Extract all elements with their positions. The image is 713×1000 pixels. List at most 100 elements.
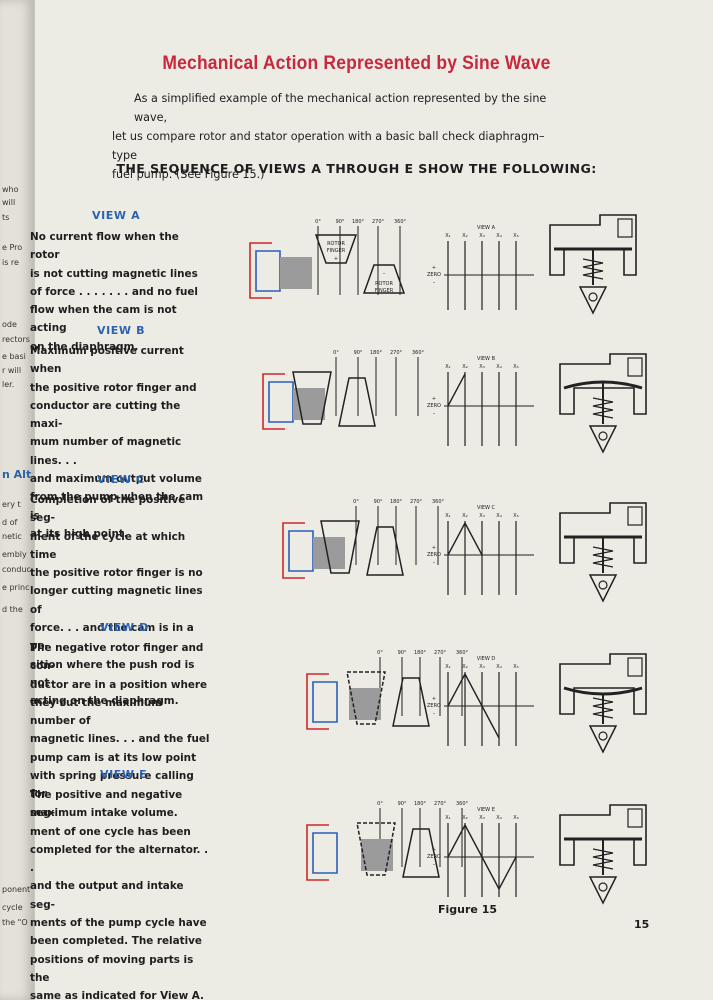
rotor-finger-negative <box>402 828 440 878</box>
pump-body <box>559 653 647 715</box>
pump-spring <box>592 848 614 870</box>
zero-label: ZERO <box>427 272 441 278</box>
pump-cam-shaft <box>598 731 608 741</box>
rotor-finger-negative <box>362 264 406 294</box>
x-tick-label: X₂ <box>462 664 467 670</box>
prev-page-fragment: cycle <box>2 903 23 912</box>
view-heading: VIEW D <box>100 621 149 634</box>
sine-wave <box>447 823 517 891</box>
prev-page-fragment: who <box>2 185 19 194</box>
sine-wave <box>447 373 466 407</box>
wave-title: VIEW D <box>477 656 496 662</box>
rotor-finger-positive <box>320 520 360 574</box>
sequence-heading: THE SEQUENCE OF VIEWS A THROUGH E SHOW T… <box>116 161 597 176</box>
prev-page-fragment: ery t <box>2 500 21 509</box>
degree-tick-label: 180° <box>370 350 383 356</box>
degree-tick-label: 180° <box>414 801 427 807</box>
x-tick-label: X₁ <box>445 664 450 670</box>
view-description-line: on the diaphragm. <box>30 340 139 353</box>
rotor-label: ROTOR <box>327 241 345 247</box>
magnet-block <box>293 388 325 420</box>
prev-page-fragment: conduc <box>2 565 31 574</box>
prev-page-fragment: embly <box>2 550 27 559</box>
page-number: 15 <box>634 918 650 931</box>
view-description-line: mum number of magnetic lines. . . <box>30 436 182 467</box>
x-tick-label: X₁ <box>445 364 450 370</box>
sine-wave <box>447 521 483 556</box>
view-description-line: magnetic lines. . . and the fuel <box>30 733 210 746</box>
x-tick-label: X₃ <box>479 513 484 519</box>
view-description-line: completed for the alternator. . . <box>30 843 209 875</box>
view-description-line: the positive rotor finger is no <box>30 567 203 580</box>
prev-page-fragment: ler. <box>2 380 15 389</box>
minus-label: – <box>433 411 436 417</box>
view-description: Maximum positive current when the positiv… <box>30 342 210 543</box>
view-description-line: and the output and intake seg- <box>30 880 184 911</box>
stator-red <box>262 373 285 430</box>
view-description-line: sition where the push rod is not <box>30 658 195 689</box>
sine-wave <box>447 672 500 739</box>
rotor-label: FINGER <box>375 288 394 294</box>
zero-label: ZERO <box>427 703 441 709</box>
view-description-line: No current flow when the rotor <box>30 231 179 262</box>
view-description-line: ment of one cycle has been <box>30 825 191 838</box>
degree-tick-label: 180° <box>352 219 365 225</box>
view-heading: VIEW A <box>92 209 141 222</box>
rotor-finger-positive <box>346 671 386 725</box>
degree-tick-label: 0° <box>315 219 321 225</box>
plus-label: + <box>432 545 436 551</box>
stator-blue <box>268 381 294 423</box>
rotor-finger-positive <box>356 822 396 876</box>
plus-label: + <box>432 396 436 402</box>
pump-valve <box>627 657 643 677</box>
pump-cam <box>578 286 608 315</box>
degree-tick-label: 270° <box>434 650 447 656</box>
magnet-block <box>349 688 381 720</box>
x-tick-label: X₅ <box>513 815 518 821</box>
figure-row: 0°90°180°270°360°ROTORFINGER+–ROTORFINGE… <box>249 214 637 315</box>
wave-title: VIEW C <box>477 505 496 511</box>
x-tick-label: X₁ <box>445 815 450 821</box>
pump-spring <box>592 546 614 568</box>
x-tick-label: X₁ <box>445 233 450 239</box>
plus-label: + <box>432 265 436 271</box>
pump-valve <box>627 506 643 526</box>
x-tick-label: X₂ <box>462 815 467 821</box>
pump-cam-shaft <box>588 292 598 302</box>
degree-tick-label: 0° <box>353 499 359 505</box>
x-tick-label: X₄ <box>496 513 501 519</box>
degree-tick-label: 360° <box>456 801 469 807</box>
view-description-line: conductor are cutting the maxi- <box>30 399 181 431</box>
prev-page-fragment: is re <box>2 258 19 267</box>
wave-title: VIEW A <box>477 225 496 231</box>
view-description-line: they cut the maximum number of <box>30 696 163 728</box>
x-tick-label: X₂ <box>462 513 467 519</box>
view-description-line: longer cutting magnetic lines of <box>30 585 203 616</box>
view-description-line: The positive and negative seg- <box>30 789 183 820</box>
pump-cam <box>588 725 618 754</box>
degree-tick-label: 180° <box>414 650 427 656</box>
minus-label: – <box>433 560 436 566</box>
x-tick-label: X₂ <box>462 364 467 370</box>
page-title: Mechanical Action Represented by Sine Wa… <box>162 53 551 74</box>
x-tick-label: X₃ <box>479 364 484 370</box>
intro-line: let us compare rotor and stator operatio… <box>112 130 545 162</box>
plus-label: + <box>432 696 436 702</box>
prev-page-fragment: d of <box>2 518 18 527</box>
degree-tick-label: 360° <box>394 219 407 225</box>
degree-tick-label: 180° <box>390 499 403 505</box>
rotor-finger-positive <box>292 371 332 425</box>
pump-cam-shaft <box>598 431 608 441</box>
view-description-line: Maximum positive current when <box>30 345 184 376</box>
wave-title: VIEW B <box>477 356 496 362</box>
view-description-line: the positive rotor finger and <box>30 381 197 394</box>
pump-cam-shaft <box>598 882 608 892</box>
prev-page-fragment: e princ <box>2 583 30 592</box>
prev-page-fragment: e Pro <box>2 243 23 252</box>
pump-valve <box>617 218 633 238</box>
